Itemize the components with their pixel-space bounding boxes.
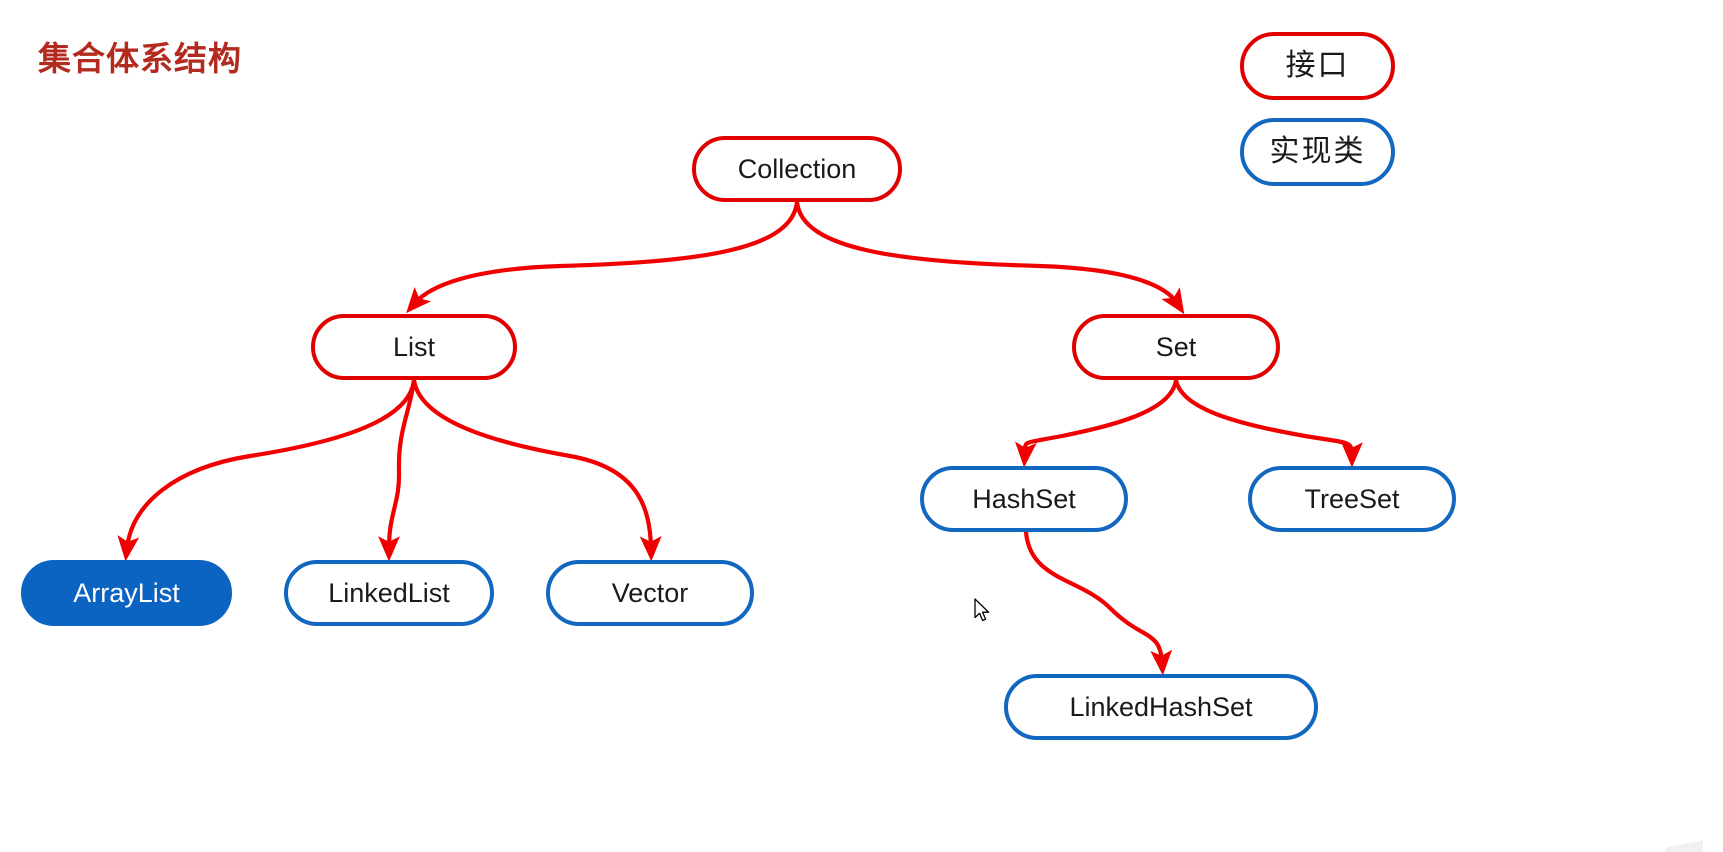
- node-linkedlist-label: LinkedList: [328, 577, 450, 608]
- legend-interface-label: 接口: [1285, 49, 1350, 82]
- node-collection-label: Collection: [737, 153, 857, 184]
- node-treeset[interactable]: TreeSet: [1248, 466, 1456, 532]
- node-list-label: List: [392, 331, 436, 362]
- edge-list-vector: [411, 377, 662, 562]
- node-vector[interactable]: Vector: [546, 560, 754, 626]
- legend-implementation: 实现类: [1240, 118, 1395, 186]
- node-hashset-label: HashSet: [972, 483, 1076, 514]
- node-set-label: Set: [1155, 331, 1197, 362]
- mouse-cursor-icon: [974, 598, 990, 622]
- node-list[interactable]: List: [311, 314, 517, 380]
- legend-implementation-label: 实现类: [1269, 135, 1366, 168]
- edge-collection-list: [406, 199, 800, 314]
- edge-collection-set: [794, 199, 1185, 315]
- edge-list-arraylist: [117, 377, 417, 562]
- node-set[interactable]: Set: [1072, 314, 1280, 380]
- page-corner-shade: [1665, 840, 1703, 852]
- node-hashset[interactable]: HashSet: [920, 466, 1128, 532]
- node-linkedhashset[interactable]: LinkedHashSet: [1004, 674, 1318, 740]
- edge-list-linkedlist: [378, 377, 417, 562]
- node-collection[interactable]: Collection: [692, 136, 902, 202]
- node-treeset-label: TreeSet: [1304, 483, 1400, 514]
- legend-interface: 接口: [1240, 32, 1395, 100]
- node-arraylist[interactable]: ArrayList: [21, 560, 232, 626]
- edge-hashset-linkedhashset: [1023, 529, 1173, 676]
- node-linkedlist[interactable]: LinkedList: [284, 560, 494, 626]
- node-arraylist-label: ArrayList: [73, 577, 180, 608]
- node-vector-label: Vector: [611, 577, 689, 608]
- page-title: 集合体系结构: [38, 40, 242, 77]
- edge-set-treeset: [1173, 377, 1363, 468]
- node-linkedhashset-label: LinkedHashSet: [1069, 691, 1253, 722]
- edge-set-hashset: [1014, 377, 1179, 468]
